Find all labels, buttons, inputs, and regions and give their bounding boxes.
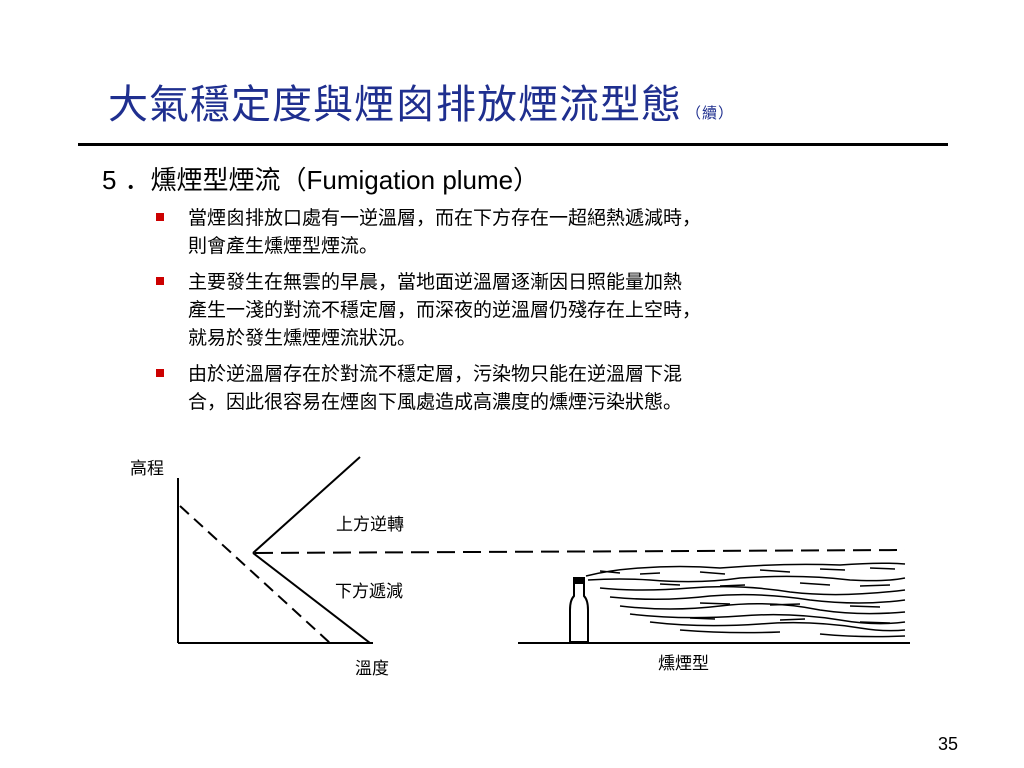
- bullet-item: 主要發生在無雲的早晨，當地面逆溫層逐漸因日照能量加熱 產生一淺的對流不穩定層，而…: [150, 268, 950, 352]
- square-bullet-icon: [156, 213, 164, 221]
- bullet-item: 當煙囪排放口處有一逆溫層，而在下方存在一超絕熱遞減時， 則會產生燻煙型煙流。: [150, 204, 950, 260]
- plume-type-label: 燻煙型: [658, 654, 709, 674]
- fumigation-plume: [585, 562, 906, 638]
- adiabatic-reference-line: [179, 505, 331, 644]
- section-english: Fumigation plume: [306, 165, 514, 195]
- bullet-item: 由於逆溫層存在於對流不穩定層，污染物只能在逆溫層下混 合，因此很容易在煙囪下風處…: [150, 360, 950, 416]
- bullet-list: 當煙囪排放口處有一逆溫層，而在下方存在一超絕熱遞減時， 則會產生燻煙型煙流。 主…: [150, 204, 950, 424]
- y-axis-label: 高程: [130, 459, 164, 479]
- inversion-base-line: [254, 549, 906, 554]
- slide-title: 大氣穩定度與煙囪排放煙流型態（續）: [108, 72, 734, 130]
- bullet-text: 當煙囪排放口處有一逆溫層，而在下方存在一超絕熱遞減時， 則會產生燻煙型煙流。: [188, 207, 702, 257]
- bullet-text: 主要發生在無雲的早晨，當地面逆溫層逐漸因日照能量加熱 產生一淺的對流不穩定層，而…: [188, 271, 702, 349]
- lower-lapse-label: 下方遞減: [335, 582, 403, 602]
- section-prefix: ．燻煙型煙流（: [124, 166, 307, 196]
- slide-number: 35: [938, 734, 959, 754]
- x-axis-label: 溫度: [355, 659, 389, 679]
- section-heading: 5．燻煙型煙流（Fumigation plume）: [102, 160, 539, 197]
- bullet-text: 由於逆溫層存在於對流不穩定層，污染物只能在逆溫層下混 合，因此很容易在煙囪下風處…: [188, 363, 683, 413]
- title-divider: [78, 143, 948, 146]
- section-number: 5: [102, 165, 117, 195]
- square-bullet-icon: [156, 369, 164, 377]
- lapse-profile-line: [252, 552, 371, 644]
- inversion-profile-line: [252, 456, 361, 554]
- title-continued: （續）: [686, 104, 735, 122]
- section-suffix: ）: [513, 166, 540, 196]
- square-bullet-icon: [156, 277, 164, 285]
- title-main: 大氣穩定度與煙囪排放煙流型態: [108, 82, 682, 128]
- smokestack: [569, 577, 589, 643]
- upper-inversion-label: 上方逆轉: [336, 515, 404, 535]
